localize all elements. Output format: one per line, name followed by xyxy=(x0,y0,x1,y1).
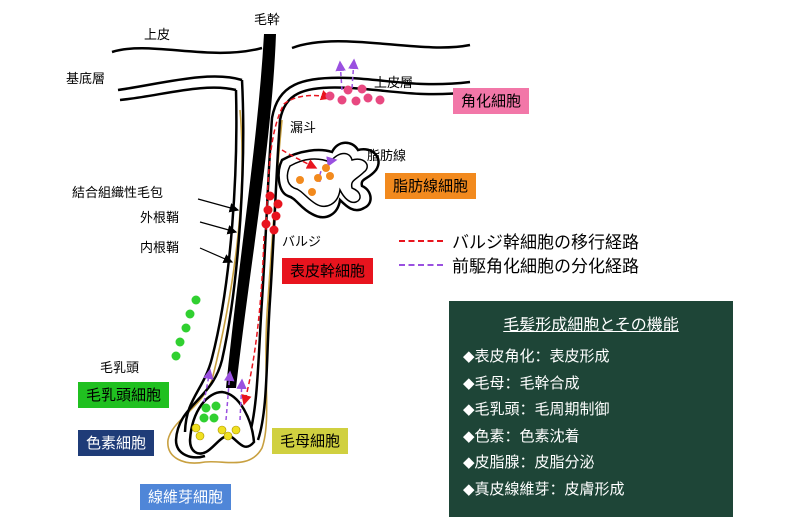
sebocyte-cell xyxy=(322,164,330,172)
label-epidermal-layer: 上皮層 xyxy=(374,76,413,91)
keratinocyte-cell xyxy=(357,84,367,94)
papilla-cell xyxy=(191,295,201,305)
keratinocyte-cell xyxy=(375,95,385,105)
melanocyte-box: 色素細胞 xyxy=(78,430,155,456)
papilla-cell xyxy=(175,337,185,347)
connective-tissue-sheath xyxy=(167,109,283,464)
label-outer-root-sheath: 外根鞘 xyxy=(140,211,179,226)
legend-purple-dash xyxy=(399,264,443,266)
papilla-cell xyxy=(201,403,211,413)
melanocyte-cell xyxy=(195,431,205,441)
function-item: ◆毛乳頭：毛周期制御 xyxy=(463,400,610,418)
sebocyte-cells xyxy=(296,164,334,196)
melanocyte-cells xyxy=(191,423,241,441)
label-dermal-papilla: 毛乳頭 xyxy=(100,361,139,376)
basal-layer-lower xyxy=(119,86,237,102)
function-panel-title: 毛髪形成細胞とその機能 xyxy=(503,315,679,334)
keratinocyte-cell xyxy=(363,93,373,103)
papilla-cell xyxy=(181,323,191,333)
label-basal-layer: 基底層 xyxy=(66,71,105,87)
stem-cell xyxy=(265,191,275,201)
basal-layer-upper xyxy=(117,75,243,92)
stem-cell xyxy=(261,219,271,229)
bulge-migration-path-down xyxy=(241,235,265,406)
sebocyte-cell xyxy=(296,176,304,184)
papilla-cells xyxy=(171,295,221,423)
inner-root-sheath-left xyxy=(183,89,238,433)
label-infundibulum: 漏斗 xyxy=(290,120,316,136)
label-hair-shaft: 毛幹 xyxy=(254,12,280,28)
diff-path-bulb-2 xyxy=(224,370,235,421)
papilla-cell xyxy=(211,401,221,411)
ct-sheath-pointer xyxy=(197,198,240,213)
stem-cell xyxy=(269,225,279,235)
epidermis-outer-line-right xyxy=(291,40,471,50)
outer-root-sheath-left xyxy=(174,79,245,459)
bulge-migration-path-sebaceous xyxy=(281,149,318,169)
papilla-cell-box: 毛乳頭細胞 xyxy=(78,382,170,408)
stem-cell xyxy=(263,205,273,215)
legend-bulge-migration: バルジ幹細胞の移行経路 xyxy=(452,233,639,253)
inner-root-sheath-right xyxy=(246,76,471,441)
diff-path-bulb-1 xyxy=(203,368,214,403)
melanocyte-cell xyxy=(217,425,227,435)
sebocyte-cell xyxy=(326,172,334,180)
fibroblast-box: 線維芽細胞 xyxy=(140,484,232,510)
bulge-migration-path-up xyxy=(265,90,332,231)
melanocyte-cell xyxy=(223,431,233,441)
function-item: ◆毛母：毛幹合成 xyxy=(463,373,580,392)
function-item: ◆真皮線維芽：皮膚形成 xyxy=(463,479,625,498)
keratinocyte-cells xyxy=(325,84,385,106)
function-item: ◆表皮角化：表皮形成 xyxy=(463,347,610,365)
papilla-cell xyxy=(185,309,195,319)
epidermal-stem-box: 表皮幹細胞 xyxy=(282,258,374,284)
sebocyte-cell xyxy=(314,174,322,182)
keratinocyte-cell xyxy=(351,96,361,106)
label-epidermis: 上皮 xyxy=(144,28,170,43)
melanocyte-cell xyxy=(191,423,201,433)
keratinocyte-cell xyxy=(343,85,353,95)
sebaceous-gland-inner xyxy=(286,152,368,208)
sebocyte-box: 脂肪線細胞 xyxy=(385,173,477,199)
epidermis-outer-line xyxy=(111,46,263,55)
diff-path-epidermis-2 xyxy=(348,58,359,89)
keratinocyte-box: 角化細胞 xyxy=(453,88,530,114)
legend-red-dash xyxy=(399,240,443,242)
label-ct-sheath: 結合組織性毛包 xyxy=(72,186,163,201)
function-panel: 毛髪形成細胞とその機能 ◆表皮角化：表皮形成 ◆毛母：毛幹合成 ◆毛乳頭：毛周期… xyxy=(449,301,733,517)
melanocyte-cell xyxy=(231,425,241,435)
outer-root-sheath-right xyxy=(256,86,471,441)
function-item: ◆皮脂腺：皮脂分泌 xyxy=(463,453,595,471)
keratinocyte-cell xyxy=(325,91,335,101)
label-bulge: バルジ xyxy=(282,235,321,250)
stem-cells xyxy=(261,191,283,235)
matrix-cell-box: 毛母細胞 xyxy=(272,428,349,454)
label-inner-root-sheath: 内根鞘 xyxy=(140,240,179,256)
stem-cell xyxy=(271,211,281,221)
hair-shaft xyxy=(226,34,276,388)
outer-root-sheath-pointer xyxy=(199,221,238,235)
sebocyte-cell xyxy=(308,188,316,196)
label-sebaceous-gland: 脂肪線 xyxy=(367,148,406,164)
papilla-cell xyxy=(171,351,181,361)
papilla-cell xyxy=(199,413,209,423)
inner-root-sheath-pointer xyxy=(199,247,234,264)
stem-cell xyxy=(273,199,283,209)
papilla-cell xyxy=(209,413,219,423)
keratinocyte-cell xyxy=(337,95,347,105)
legend-progenitor-diff: 前駆角化細胞の分化経路 xyxy=(452,257,639,277)
function-item: ◆色素：色素沈着 xyxy=(463,426,580,445)
diff-path-epidermis-1 xyxy=(335,60,346,91)
